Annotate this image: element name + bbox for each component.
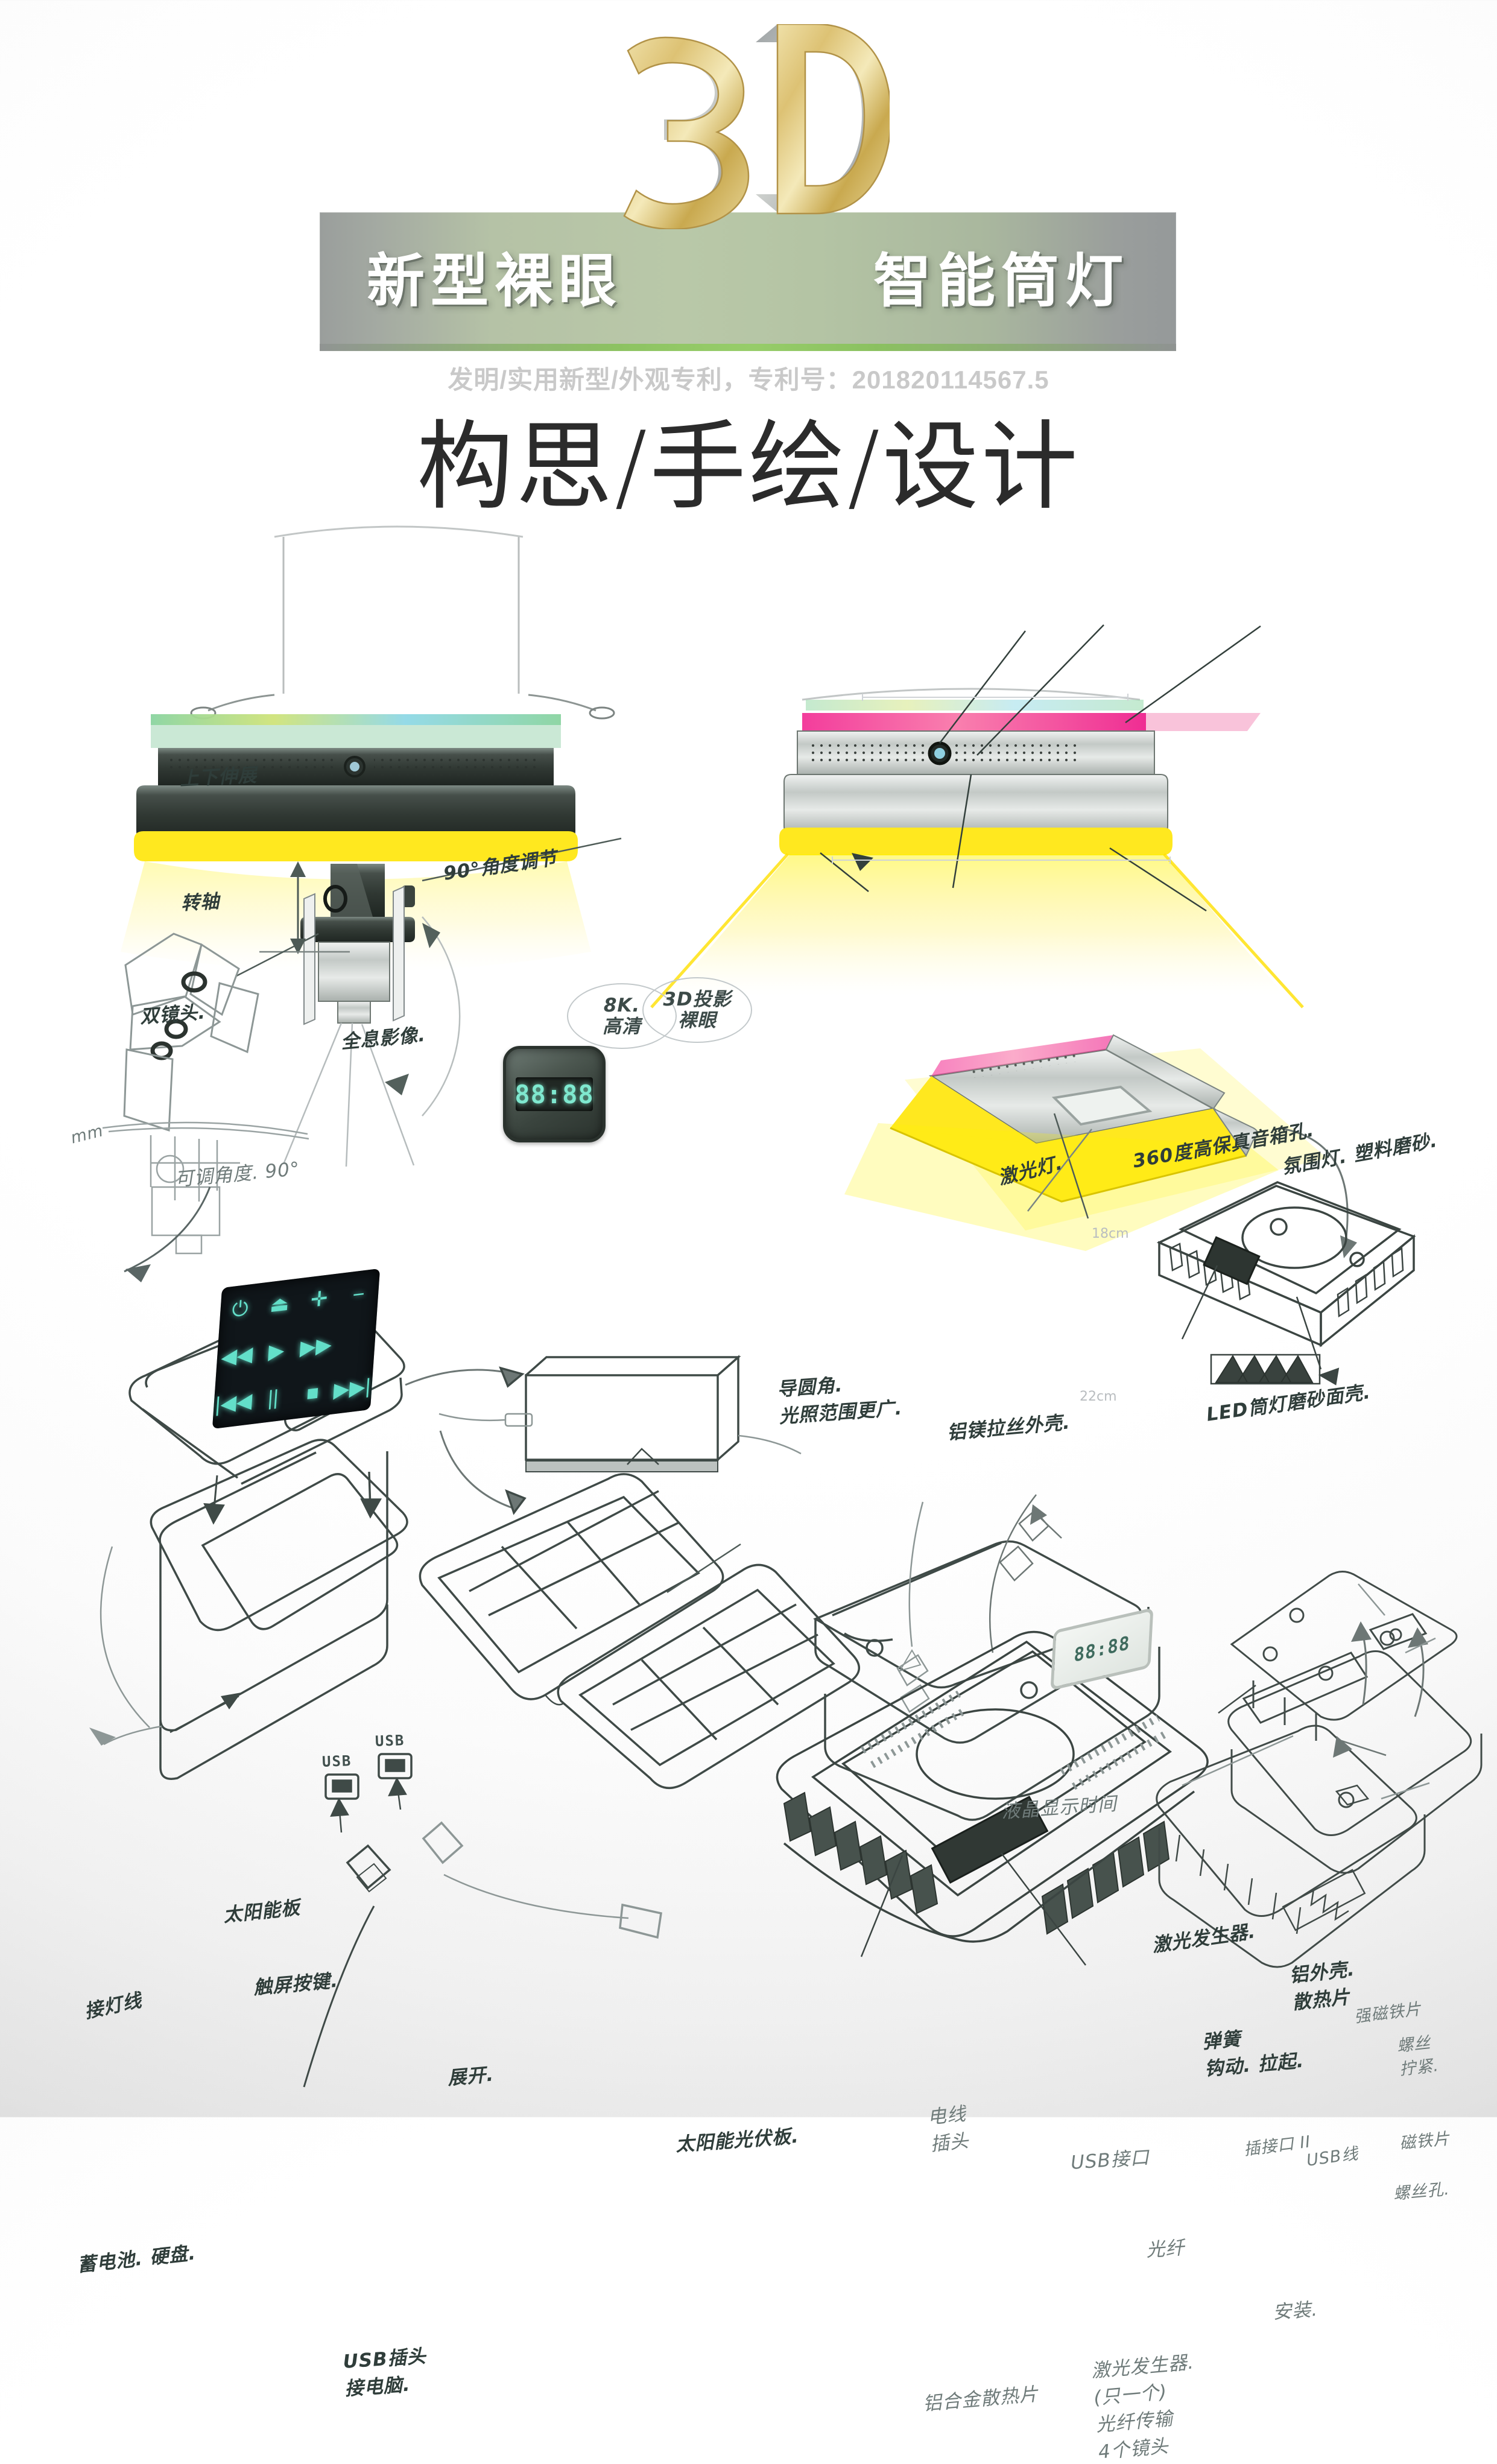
logo-3d xyxy=(606,24,890,229)
sketch-downlight-side-view xyxy=(121,525,622,1167)
unfold: 展开. xyxy=(446,2063,495,2089)
screw-tighten: 螺丝 拧紧. xyxy=(1396,2033,1440,2079)
alu-alloy-heatsink: 铝合金散热片 xyxy=(922,2383,1040,2415)
screw-hole: 螺丝孔. xyxy=(1392,2179,1451,2203)
dual-lens: 双镜头. xyxy=(139,1001,207,1028)
sketch-angle-detail xyxy=(102,1121,309,1282)
dim-22cm: 22cm xyxy=(1080,1389,1117,1404)
sketch-drawing xyxy=(89,525,1483,2088)
sketch-downlight-bottom xyxy=(776,1630,1209,1966)
usb-port-label-1: USB xyxy=(321,1752,352,1770)
power-cord-plug: 电线 插头 xyxy=(926,2103,970,2156)
spring-hook-pull: 弹簧 钩动. 拉起. xyxy=(1201,2028,1305,2080)
stop-icon[interactable]: ■ xyxy=(305,1381,320,1406)
usb-plug-to-pc: USB插头 接电脑. xyxy=(342,2345,427,2400)
optical-fiber: 光纤 xyxy=(1145,2237,1186,2261)
magnet-plate: 磁铁片 xyxy=(1398,2129,1451,2153)
patent-number-line: 发明/实用新型/外观专利，专利号：201820114567.5 xyxy=(448,366,1049,394)
plus-icon[interactable]: ✛ xyxy=(309,1287,329,1312)
title-banner: 新型裸眼 智能筒灯 xyxy=(320,212,1176,351)
banner-text-right: 智能筒灯 xyxy=(873,249,1129,314)
pause-icon[interactable]: || xyxy=(267,1386,279,1411)
fast-forward-icon[interactable]: ▶▶ xyxy=(299,1332,333,1360)
led-time-digits: 88:88 xyxy=(514,1079,594,1109)
play-icon[interactable]: ▶ xyxy=(267,1338,285,1364)
sketch-powerbank-usb xyxy=(159,1604,662,2088)
sketch-square-ceiling-lamp xyxy=(844,1034,1357,1258)
sketch-downlight-detail-right xyxy=(650,624,1304,1009)
led-clock-module: 88:88 xyxy=(503,1046,606,1142)
next-track-icon[interactable]: ▶▶| xyxy=(332,1375,372,1402)
sketch-canvas: 88:88 88:88 ⏻ ⏏ ✛ − ◀◀ ▶ ▶▶ |◀◀ || ■ ▶▶|… xyxy=(0,519,1497,2463)
up-down-extend: 上下伸展 xyxy=(179,764,258,790)
led-strip: 88:88 xyxy=(514,1077,594,1111)
sketch-solar-panel-open xyxy=(419,1430,861,1790)
battery-harddisk: 蓄电池. 硬盘. xyxy=(76,2242,197,2276)
sketch-magnet-mount xyxy=(1156,1571,1483,1968)
rewind-icon[interactable]: ◀◀ xyxy=(220,1342,254,1370)
install: 安装. xyxy=(1271,2298,1319,2323)
solar-pv-panel: 太阳能光伏板. xyxy=(674,2125,800,2156)
usb-port-label-2: USB xyxy=(375,1732,405,1750)
plug-port-ii: 插接口 II xyxy=(1242,2132,1312,2159)
rotating-shaft: 转轴 xyxy=(180,890,221,914)
page-title: 构思/手绘/设计 xyxy=(417,410,1080,523)
sketch-lamp-exploded xyxy=(1156,1181,1416,1386)
poster-header: 新型裸眼 智能筒灯 发明/实用新型/外观专利，专利号：201820114567.… xyxy=(0,0,1497,518)
dim-18cm: 18cm xyxy=(1092,1226,1129,1241)
power-icon[interactable]: ⏻ xyxy=(231,1296,249,1322)
bubble-3d: 3D投影 裸眼 xyxy=(642,977,752,1044)
laser-gen-detail: 激光发生器. (只一个) 光纤传输 4个镜头 xyxy=(1090,2351,1195,2463)
sketch-dual-lens xyxy=(123,933,259,1132)
alu-shell-heatsink: 铝外壳. 散热片 xyxy=(1288,1958,1356,2014)
eject-icon[interactable]: ⏏ xyxy=(269,1291,291,1317)
banner-text-left: 新型裸眼 xyxy=(367,249,622,314)
round-corner-wide-light: 导圆角. 光照范围更广. xyxy=(776,1374,904,1428)
touch-control-panel[interactable]: ⏻ ⏏ ✛ − ◀◀ ▶ ▶▶ |◀◀ || ■ ▶▶| xyxy=(212,1268,381,1430)
previous-track-icon[interactable]: |◀◀ xyxy=(214,1389,253,1417)
minus-icon[interactable]: − xyxy=(352,1282,366,1307)
usb-cable: USB线 xyxy=(1305,2144,1360,2170)
ceiling-lcd-digits: 88:88 xyxy=(1073,1632,1131,1667)
sketch-flat-box xyxy=(405,1355,802,1472)
usb-port: USB接口 xyxy=(1069,2146,1150,2174)
